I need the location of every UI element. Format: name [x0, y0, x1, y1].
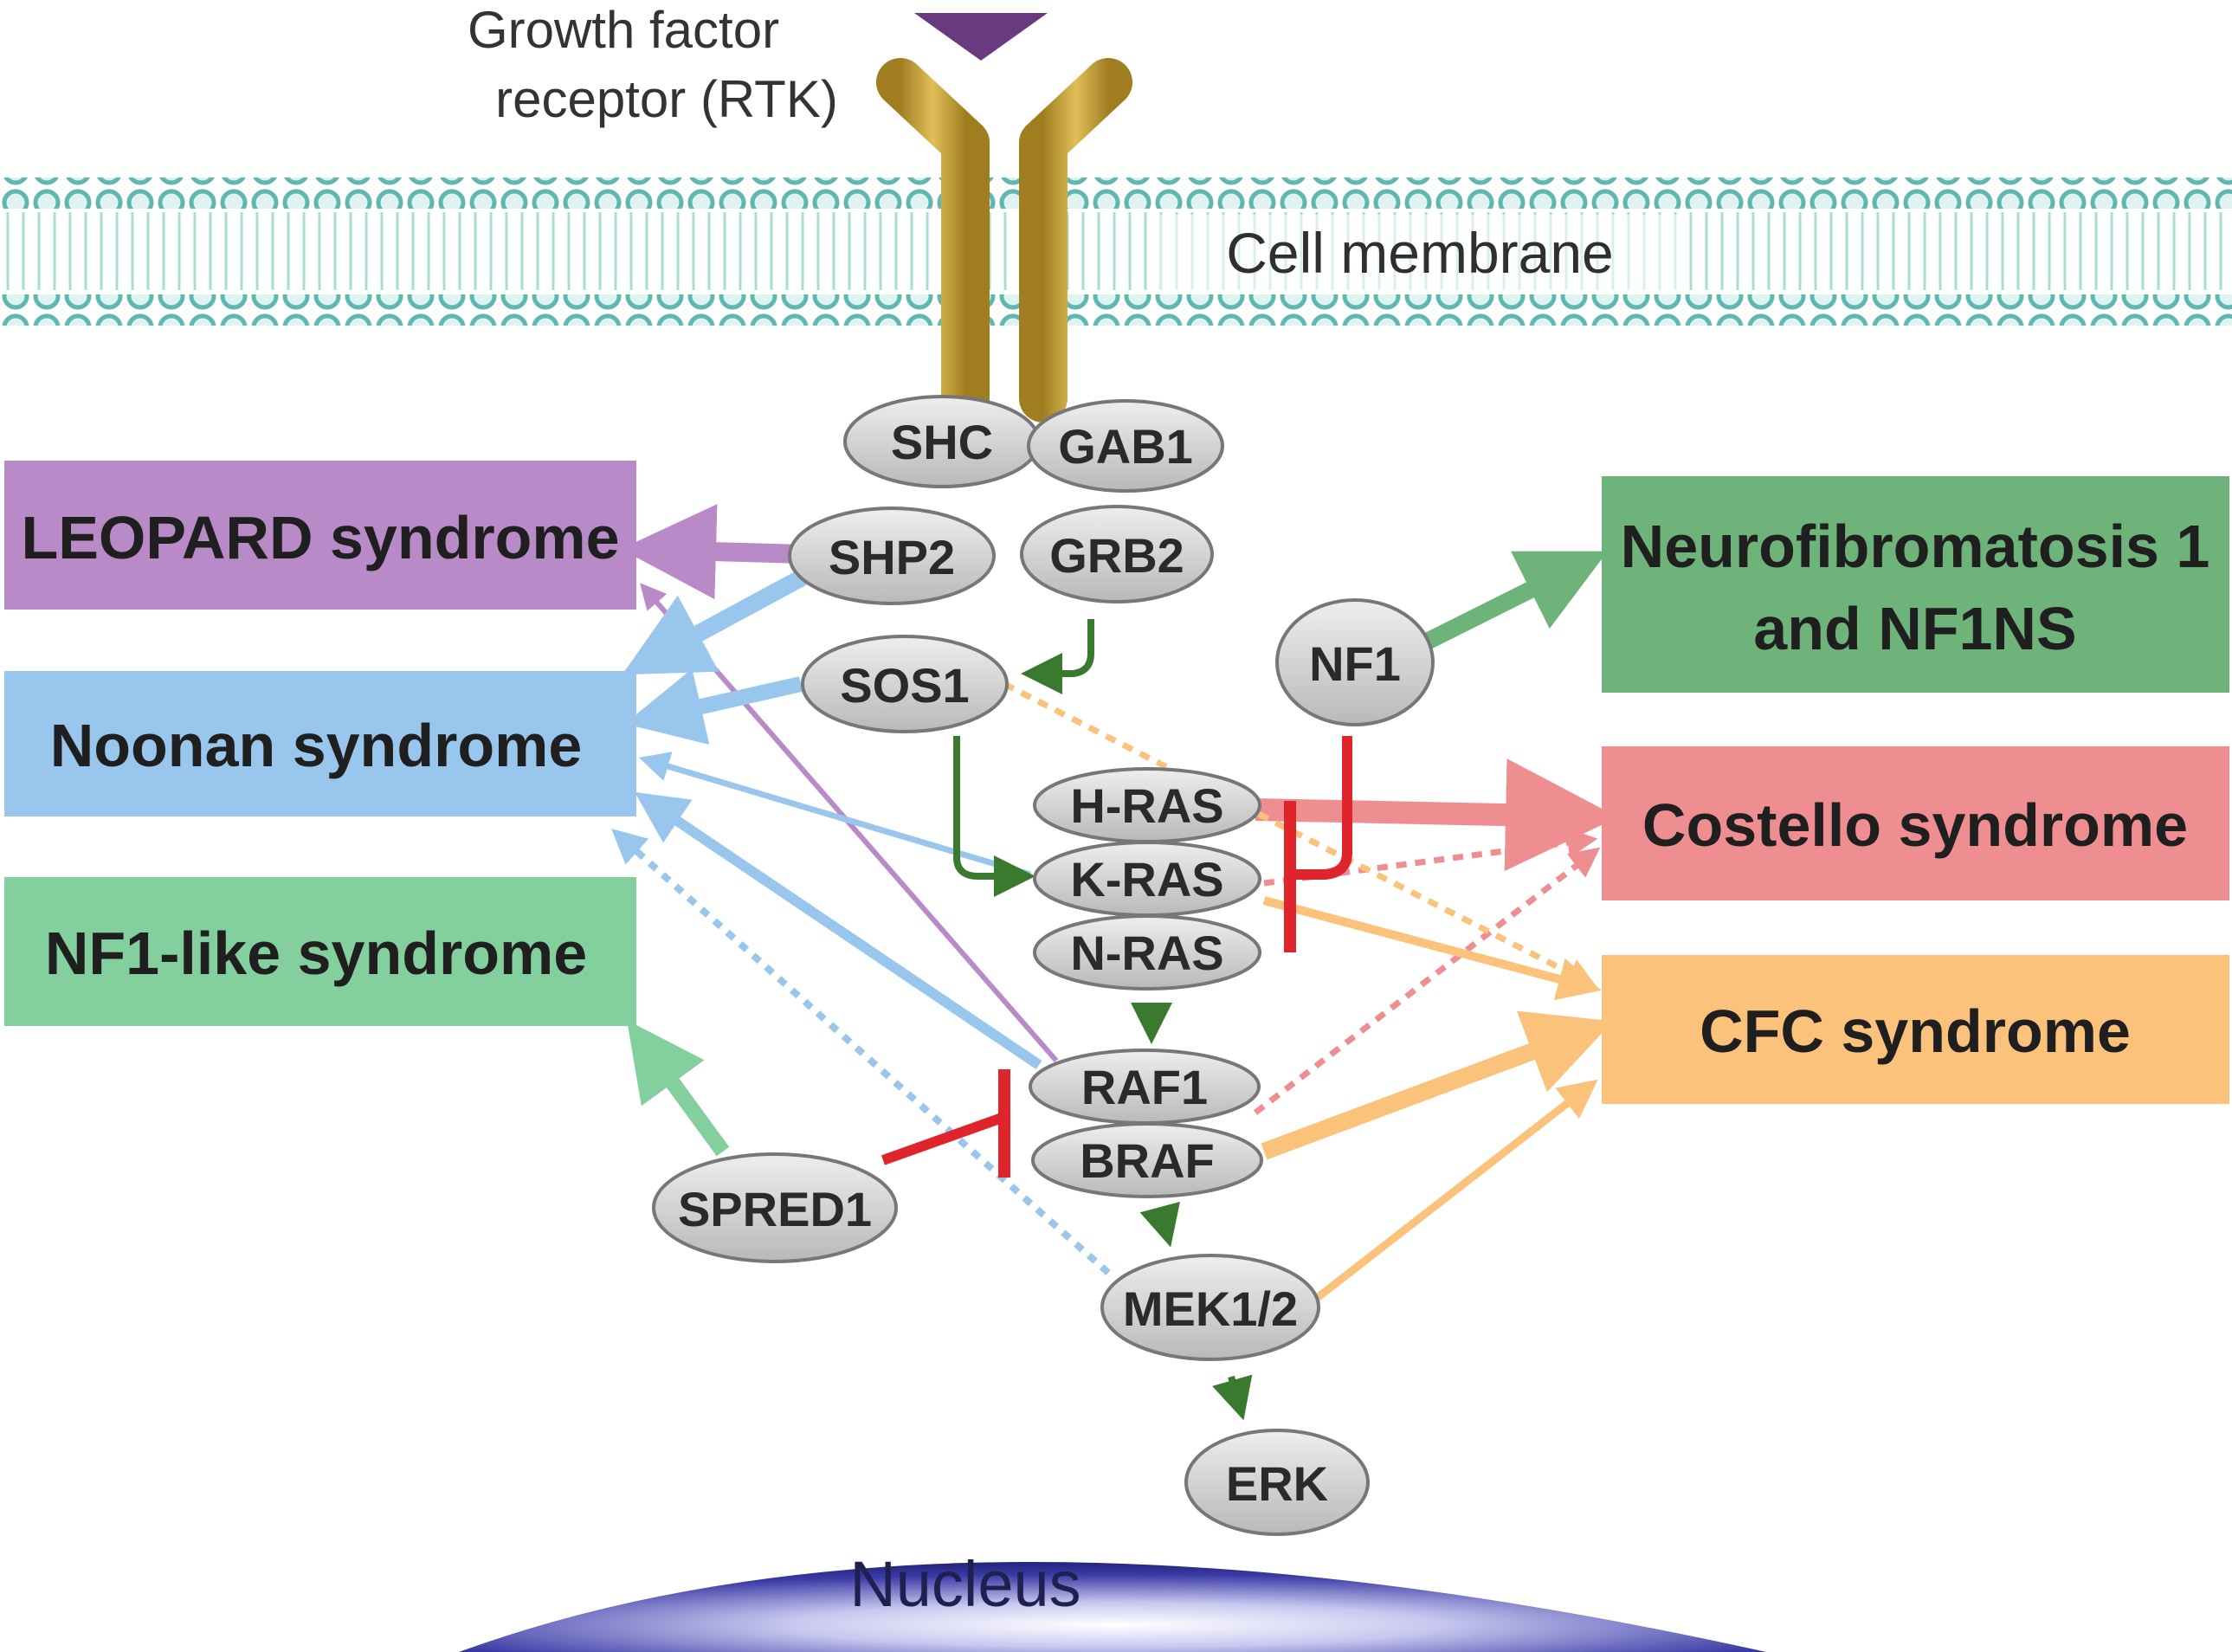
braf-to-mek-arrow — [1139, 1201, 1180, 1248]
kras-to-costello-arrow — [1263, 827, 1598, 887]
nf1-like-syndrome-label: NF1-like syndrome — [45, 920, 587, 987]
noonan-syndrome-label: Noonan syndrome — [50, 712, 583, 779]
nras-node — [1033, 914, 1261, 991]
growth-factor-receptor — [876, 13, 1132, 423]
grb2-label: GRB2 — [1049, 528, 1184, 583]
protein-gab1: GAB1 — [1027, 399, 1224, 493]
protein-raf1: RAF1 — [1029, 1049, 1261, 1125]
braf-label: BRAF — [1080, 1133, 1215, 1188]
ligand-triangle — [914, 13, 1048, 61]
mek-label: MEK1/2 — [1123, 1281, 1298, 1336]
protein-sos1: SOS1 — [801, 635, 1009, 733]
protein-hras: H-RAS — [1033, 767, 1261, 843]
protein-braf: BRAF — [1031, 1122, 1263, 1198]
kras-label: K-RAS — [1070, 852, 1223, 907]
membrane-label-backdrop — [1160, 215, 1680, 291]
protein-shc: SHC — [843, 395, 1041, 488]
grb2-node — [1020, 505, 1214, 603]
spred1-node — [652, 1152, 898, 1263]
costello-syndrome-label: Costello syndrome — [1642, 791, 2188, 859]
cfc-syndrome-label: CFC syndrome — [1700, 997, 2131, 1065]
erk-label: ERK — [1226, 1456, 1328, 1511]
shp2-to-leopard-arrow — [621, 504, 806, 600]
spred1-to-nf1-like-arrow — [627, 1020, 730, 1157]
mek-to-noonan-arrow — [611, 829, 1111, 1275]
nucleus-label: Nucleus — [849, 1548, 1081, 1620]
nras-label: N-RAS — [1070, 926, 1223, 980]
leopard-syndrome-box — [4, 461, 636, 610]
spred1-label: SPRED1 — [678, 1182, 872, 1236]
neurofibromatosis-label-line1: Neurofibromatosis 1 — [1621, 513, 2210, 580]
kras-to-cfc-arrow — [1262, 896, 1602, 1001]
hras-to-costello-arrow — [1255, 758, 1618, 872]
nucleus — [459, 1562, 1766, 1652]
receptor-right-chain — [1019, 58, 1132, 423]
costello-syndrome-box — [1602, 746, 2229, 900]
raf1-label: RAF1 — [1081, 1060, 1208, 1114]
braf-node — [1031, 1122, 1263, 1198]
gab1-label: GAB1 — [1058, 419, 1193, 474]
leopard-syndrome-label: LEOPARD syndrome — [21, 504, 619, 571]
protein-kras: K-RAS — [1033, 841, 1261, 917]
nf1-to-neurofibromatosis-arrow — [1424, 551, 1608, 649]
shp2-label: SHP2 — [829, 530, 955, 584]
mek-to-erk-arrow — [1212, 1374, 1253, 1421]
connectors — [611, 504, 1618, 1421]
noonan-syndrome-box — [4, 671, 636, 816]
mek-node — [1100, 1254, 1320, 1361]
cell-membrane — [0, 177, 2232, 326]
gab1-node — [1027, 399, 1224, 493]
nf1-label: NF1 — [1309, 636, 1401, 691]
braf-to-costello-arrow — [1253, 847, 1601, 1115]
protein-erk: ERK — [1184, 1429, 1370, 1536]
sos1-to-kras-arrow — [953, 736, 1035, 897]
nf1-node — [1275, 598, 1435, 726]
receptor-label-line2: receptor (RTK) — [495, 70, 838, 128]
shp2-node — [788, 507, 996, 605]
protein-shp2: SHP2 — [788, 507, 996, 605]
sos1-label: SOS1 — [840, 658, 969, 713]
neurofibromatosis-label-line2: and NF1NS — [1753, 595, 2076, 662]
protein-spred1: SPRED1 — [652, 1152, 898, 1263]
grb2-to-sos1-arrow — [1021, 619, 1094, 694]
hras-label: H-RAS — [1070, 778, 1223, 833]
receptor-label-line1: Growth factor — [468, 1, 779, 59]
kras-to-noonan-arrow — [638, 752, 1032, 878]
neurofibromatosis-box — [1602, 476, 2229, 693]
cell-membrane-label: Cell membrane — [1226, 221, 1614, 285]
protein-nras: N-RAS — [1033, 914, 1261, 991]
cfc-syndrome-box — [1602, 955, 2229, 1104]
sos1-to-cfc-arrow — [1003, 681, 1597, 987]
raf1-to-noonan-arrow — [635, 791, 1042, 1069]
spred1-inhibition-connector — [881, 1112, 1007, 1165]
sos1-to-noonan-arrow — [624, 668, 803, 745]
nf1-like-syndrome-box — [4, 877, 636, 1026]
protein-mek: MEK1/2 — [1100, 1254, 1320, 1361]
erk-node — [1184, 1429, 1370, 1536]
braf-to-cfc-arrow — [1261, 1010, 1614, 1160]
mek-to-cfc-arrow — [1313, 1079, 1598, 1302]
shc-label: SHC — [891, 415, 993, 469]
protein-grb2: GRB2 — [1020, 505, 1214, 603]
receptor-left-chain — [876, 58, 990, 423]
protein-nf1: NF1 — [1275, 598, 1435, 726]
sos1-node — [801, 635, 1009, 733]
nf1-inhibition-connector — [1290, 736, 1352, 880]
shp2-to-noonan-arrow — [622, 568, 810, 675]
